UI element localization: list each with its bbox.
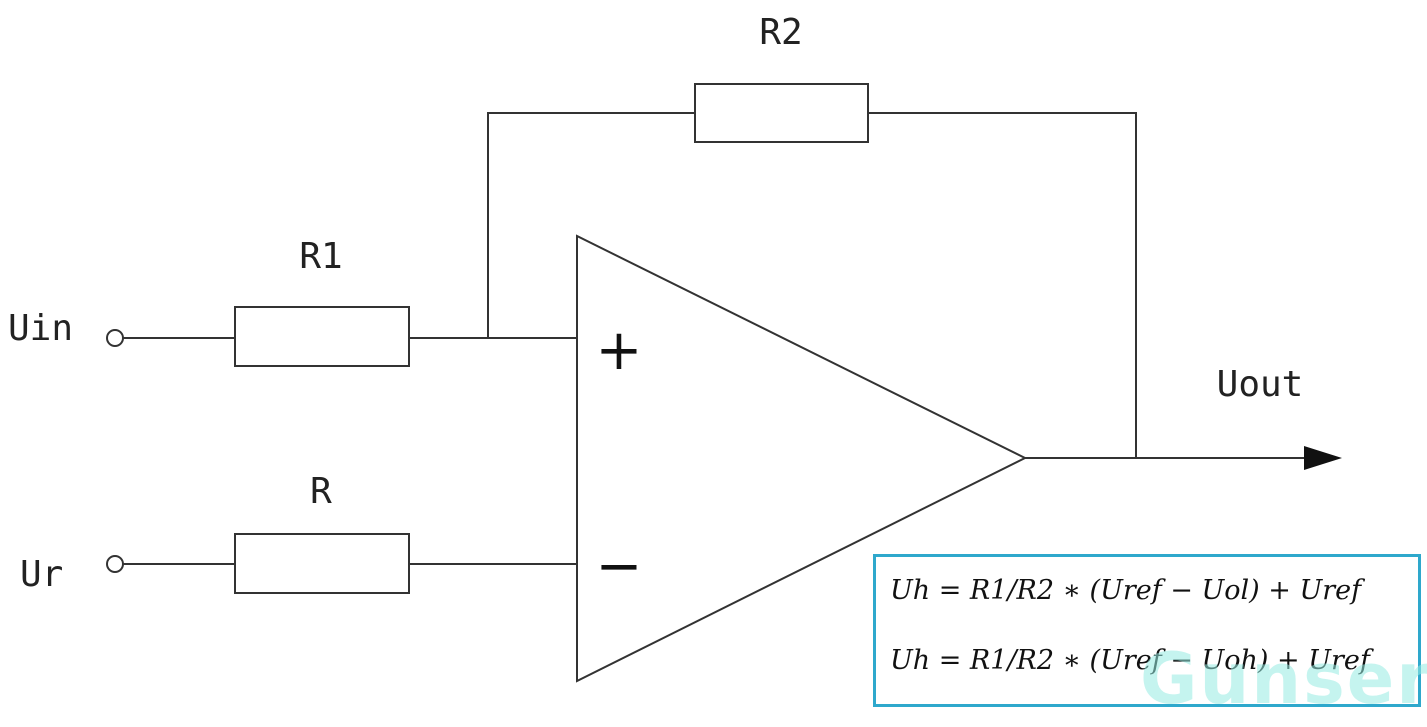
op-amp-triangle [576,234,1028,683]
uin-terminal [106,329,124,347]
minus-sign: − [596,534,643,599]
ur-label: Ur [20,554,63,595]
output-arrow-icon [1304,446,1342,470]
formula-uoh: Uh = R1/R2 ∗ (Uref − Uoh) + Uref [890,645,1370,676]
r1-label: R1 [299,236,342,277]
feedback-wire-right [868,112,1137,458]
uin-label: Uin [8,308,73,349]
resistor-r [234,533,410,594]
r2-label: R2 [759,12,802,53]
formula-box: Uh = R1/R2 ∗ (Uref − Uol) + Uref Uh = R1… [873,554,1421,707]
formula-uol: Uh = R1/R2 ∗ (Uref − Uol) + Uref [890,575,1362,606]
ur-terminal [106,555,124,573]
resistor-r1 [234,306,410,367]
resistor-r2 [694,83,869,143]
plus-sign: + [596,318,643,383]
feedback-wire [487,112,695,338]
r-label: R [310,471,332,512]
uout-label: Uout [1217,364,1304,405]
